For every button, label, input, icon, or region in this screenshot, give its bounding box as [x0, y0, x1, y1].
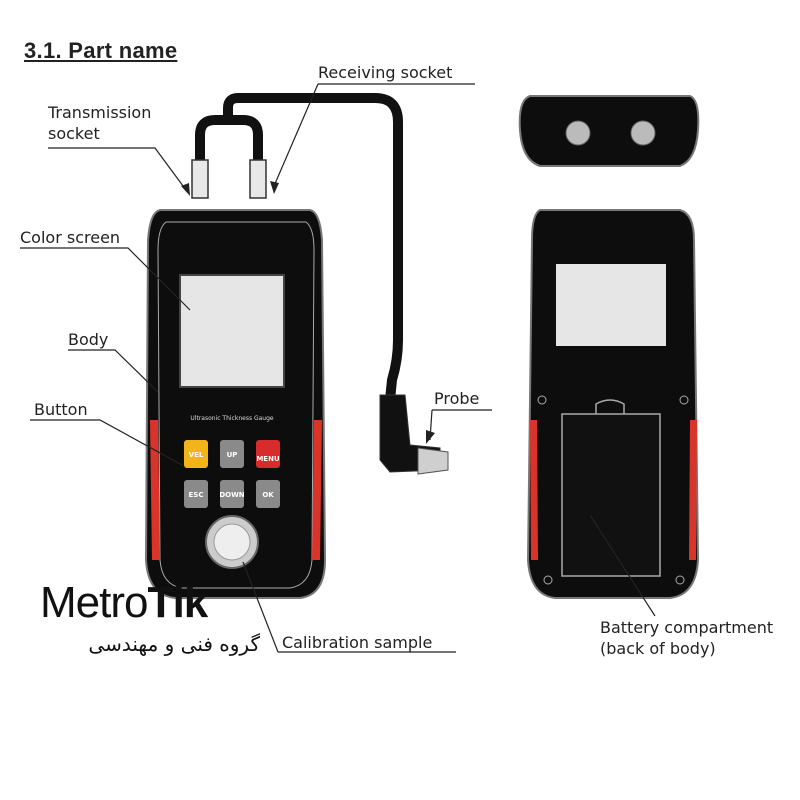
- watermark-brand-left: Metro: [40, 578, 148, 627]
- color-screen: [179, 274, 285, 388]
- label-transmission-socket-line2: socket: [48, 124, 100, 143]
- vel-button[interactable]: [184, 440, 208, 468]
- device-top-view: [518, 95, 700, 167]
- calibration-sample: [205, 515, 259, 569]
- esc-button-label: ESC: [189, 491, 204, 499]
- label-body: Body: [68, 330, 109, 349]
- leader-arrowheads: [181, 181, 435, 444]
- probe-cable: [195, 93, 403, 425]
- model-text: Ultrasonic Thickness Gauge: [190, 415, 274, 422]
- label-battery-line1: Battery compartment: [600, 618, 774, 637]
- ok-button[interactable]: [256, 480, 280, 508]
- probe: [379, 394, 449, 475]
- device-back-view: [526, 209, 700, 599]
- label-receiving-socket: Receiving socket: [318, 63, 453, 82]
- vel-button-label: VEL: [189, 451, 204, 459]
- back-label-plate: [556, 264, 666, 346]
- socket-hole-left: [565, 120, 591, 146]
- button-panel: VEL UP MENU ESC DOWN OK: [184, 440, 280, 508]
- watermark-brand-right: Tik: [147, 578, 208, 627]
- transmission-connector: [191, 159, 209, 199]
- watermark-logo: MetroTik: [40, 578, 208, 628]
- down-button[interactable]: [220, 480, 244, 508]
- esc-button[interactable]: [184, 480, 208, 508]
- menu-button-label: MENU: [256, 455, 280, 463]
- up-button-label: UP: [227, 451, 238, 459]
- label-probe: Probe: [434, 389, 480, 408]
- label-color-screen: Color screen: [20, 228, 121, 247]
- socket-hole-right: [630, 120, 656, 146]
- down-button-label: DOWN: [219, 491, 244, 499]
- ok-button-label: OK: [262, 491, 274, 499]
- label-battery-line2: (back of body): [600, 639, 716, 658]
- watermark-subtitle: گروه فنی و مهندسی: [88, 632, 260, 656]
- battery-compartment: [561, 413, 661, 577]
- menu-button[interactable]: [256, 440, 280, 468]
- label-calibration-sample: Calibration sample: [282, 633, 433, 652]
- label-transmission-socket-line1: Transmission: [48, 103, 152, 122]
- label-button: Button: [34, 400, 88, 419]
- section-title: 3.1. Part name: [24, 38, 178, 63]
- leader-lines: [20, 83, 656, 653]
- receiving-connector: [249, 159, 267, 199]
- up-button[interactable]: [220, 440, 244, 468]
